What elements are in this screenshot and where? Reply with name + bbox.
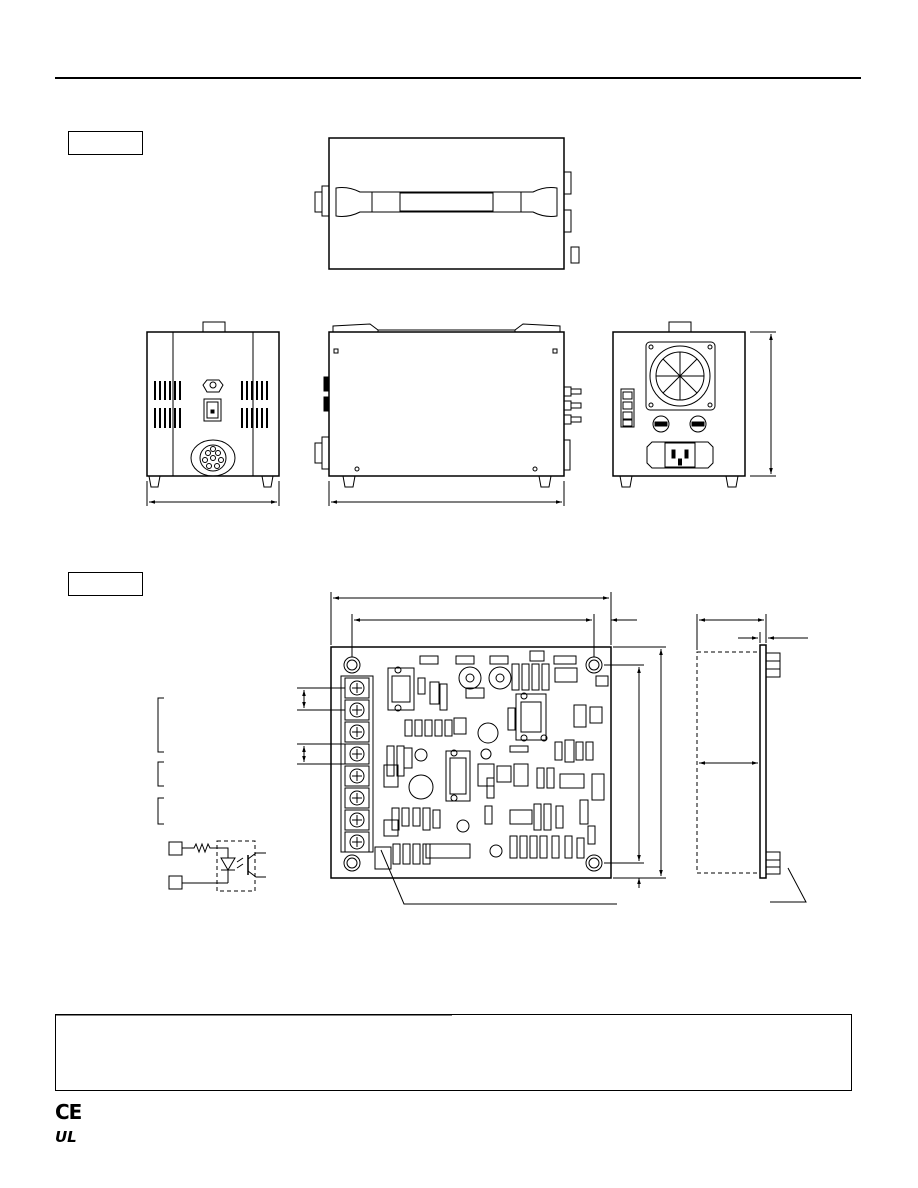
pcb-side-view bbox=[696, 614, 808, 903]
header-rule bbox=[55, 77, 861, 79]
input-circuit-schematic bbox=[168, 840, 266, 892]
controller-front-view bbox=[146, 321, 280, 506]
notes-box-divider bbox=[56, 1015, 452, 1016]
section-label-controller bbox=[68, 131, 143, 155]
controller-side-view bbox=[314, 323, 582, 506]
ul-mark-icon: UL bbox=[55, 1128, 77, 1146]
pcb-top-view bbox=[157, 592, 666, 905]
notes-box bbox=[55, 1014, 852, 1091]
ce-mark-icon: CE bbox=[55, 1100, 82, 1124]
controller-rear-view bbox=[612, 321, 776, 488]
controller-top-view bbox=[314, 137, 580, 270]
section-label-pcb bbox=[68, 572, 143, 596]
